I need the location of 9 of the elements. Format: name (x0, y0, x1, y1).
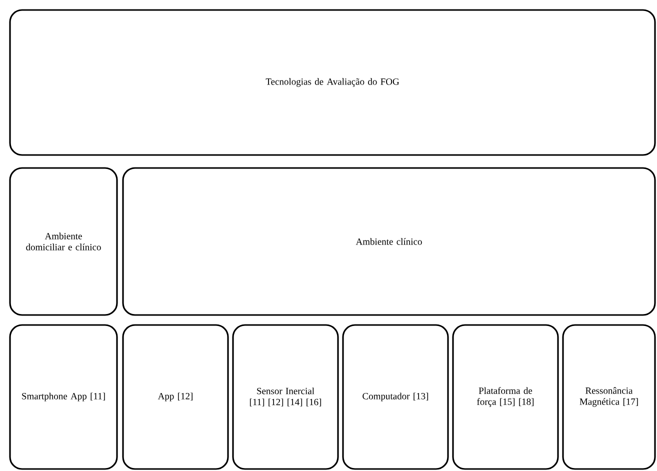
rounded-box: Computador [13] (342, 324, 449, 470)
rounded-box: Ambiente clínico (122, 167, 656, 316)
rounded-box: Ambiente domiciliar e clínico (9, 167, 118, 316)
rounded-box: Ressonância Magnética [17] (562, 324, 656, 470)
rounded-box: Tecnologias de Avaliação do FOG (9, 9, 656, 156)
rounded-box: Sensor Inercial [11] [12] [14] [16] (232, 324, 339, 470)
rounded-box: Plataforma de força [15] [18] (452, 324, 559, 470)
rounded-box: Smartphone App [11] (9, 324, 118, 470)
rounded-box: App [12] (122, 324, 229, 470)
